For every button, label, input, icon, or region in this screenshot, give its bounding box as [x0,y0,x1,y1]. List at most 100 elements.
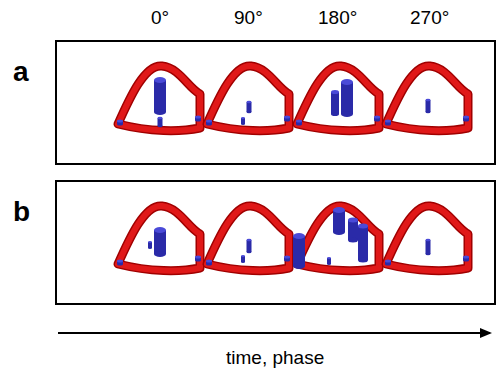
cylinder-base [154,109,166,115]
cylinder-base [333,229,345,235]
cylinder-top [148,241,152,243]
cylinder-top [241,255,245,257]
cylinder-top [426,99,431,102]
cylinder-base [284,119,290,122]
cylinder-base [341,111,353,117]
cylinder-top [241,117,245,119]
cylinder [148,242,152,248]
cylinder-top [293,233,305,239]
cylinder-base [247,111,252,114]
loop-shadow [207,206,289,271]
panel-box: b [55,180,496,305]
loop-shadow [297,66,379,131]
cylinder [154,80,166,112]
cylinder-base [158,125,163,128]
cylinder [247,102,252,112]
loop-tube [386,66,468,131]
phase-label: 180° [318,7,357,29]
cylinder-top [154,227,166,233]
cylinder [331,92,339,114]
cylinder-top [348,218,358,223]
loop-tube [297,66,379,131]
cylinder-base [206,123,212,126]
cylinder-top [341,79,353,85]
cylinder-base [293,263,305,269]
cylinder-top [247,239,252,242]
cylinder-base [148,247,152,249]
cylinder-base [327,263,331,265]
cylinder-base [241,261,245,263]
cylinder-top [206,120,212,123]
cylinder-base [426,253,431,256]
cylinder-top [195,116,201,119]
cylinder [426,100,431,112]
axis-label: time, phase [226,347,324,369]
loop-shadow [297,206,379,271]
cylinder-base [154,251,166,257]
loop-tube [386,206,468,271]
cylinder-base [463,119,469,122]
cylinder-base [247,251,252,254]
cylinder-top [206,260,212,263]
cylinder-top [296,120,302,123]
cylinder [154,230,166,254]
time-arrow [58,332,490,334]
loop-shadow [207,66,289,131]
cylinder-base [117,263,123,266]
cylinder [241,256,245,262]
cylinder-base [117,123,123,126]
loop-shadow [118,206,200,271]
cylinder-top [331,90,339,94]
cylinder-base [206,263,212,266]
cylinder-top [195,256,201,259]
cylinder-base [284,259,290,262]
cylinder-base [374,119,380,122]
cylinder-base [385,123,391,126]
cylinder-base [195,259,201,262]
loop-tube [118,206,200,271]
phase-label: 90° [234,7,263,29]
cylinder-base [426,111,431,114]
cylinder [348,220,358,240]
cylinder-top [333,207,345,213]
cylinder-top [117,120,123,123]
cylinder-top [247,101,252,104]
cylinder [426,240,431,254]
panel-letter: b [13,196,30,228]
cylinder [358,226,368,260]
loop-tube [207,206,289,271]
cylinder-top [385,120,391,123]
cylinder-base [358,258,368,263]
cylinder-top [158,117,163,120]
loop-shadow [118,66,200,131]
cylinder-top [463,256,469,259]
cylinder [247,240,252,252]
loop-tube [297,206,379,271]
cylinder-base [348,238,358,243]
cylinder-top [284,256,290,259]
cylinder-top [358,224,368,229]
cylinder-base [385,263,391,266]
cylinder-base [296,123,302,126]
loop-shadow [386,206,468,271]
loop-shadow [386,66,468,131]
cylinder-base [195,119,201,122]
cylinder-base [463,259,469,262]
loop-tube [118,66,200,131]
cylinder [341,82,353,114]
cylinder [327,258,331,264]
cylinder-top [117,260,123,263]
panel-letter: a [13,56,29,88]
cylinder [293,236,305,266]
cylinder-top [327,257,331,259]
cylinder-top [154,77,166,83]
cylinder-base [331,112,339,116]
cylinder [241,118,245,124]
cylinder-top [426,239,431,242]
cylinder-top [385,260,391,263]
cylinder [333,210,345,232]
cylinder-base [241,123,245,125]
phase-label: 0° [151,7,169,29]
phase-label: 270° [410,7,449,29]
